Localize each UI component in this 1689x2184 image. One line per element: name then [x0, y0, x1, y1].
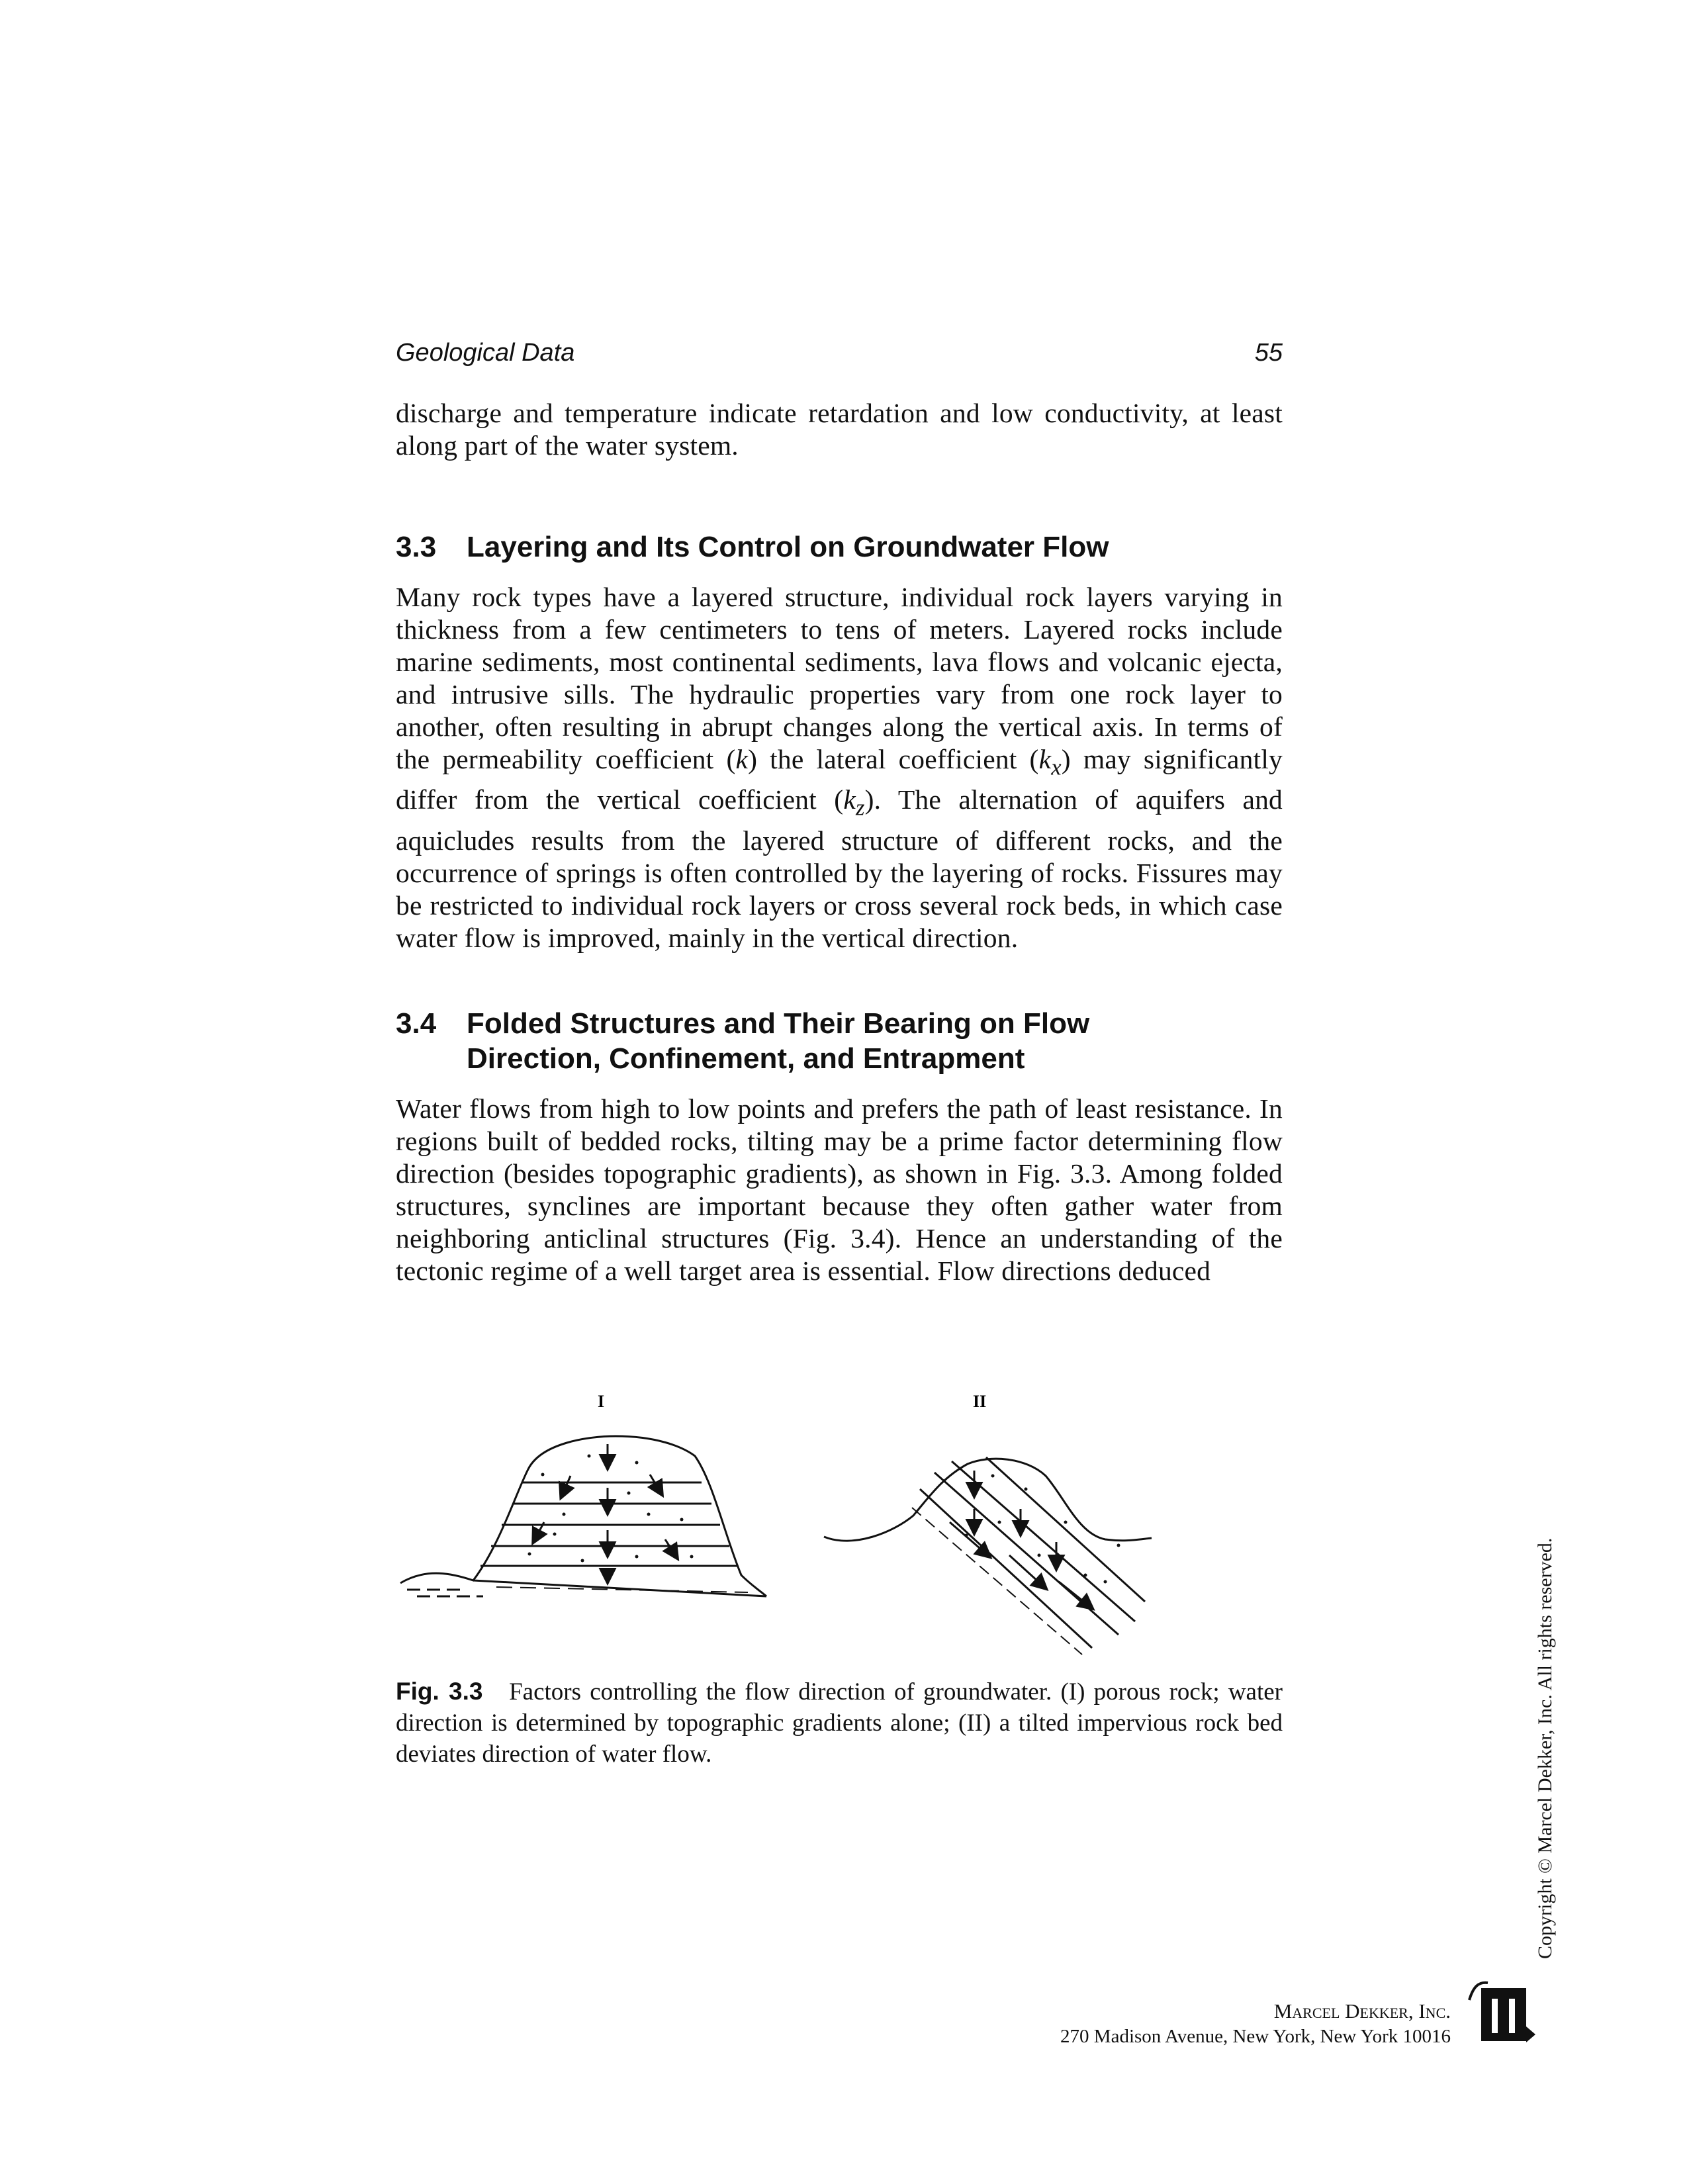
- section-title: Layering and Its Control on Groundwater …: [467, 531, 1109, 563]
- symbol-kz: k: [843, 784, 856, 815]
- text-run: ). The alternation of aquifers and aquic…: [396, 784, 1283, 953]
- section-3-3-paragraph: Many rock types have a layered structure…: [396, 581, 1283, 954]
- subscript-z: z: [855, 795, 865, 821]
- publisher-name: Marcel Dekker, Inc.: [1273, 1999, 1451, 2023]
- symbol-kx: k: [1038, 744, 1052, 774]
- subscript-x: x: [1051, 754, 1062, 780]
- symbol-k: k: [735, 744, 749, 774]
- publisher-imprint: Marcel Dekker, Inc. 270 Madison Avenue, …: [1060, 1999, 1451, 2049]
- panel-i-pores: [527, 1454, 694, 1563]
- panel-i-flow-arrows: [531, 1444, 680, 1586]
- section-3-4-paragraph: Water flows from high to low points and …: [396, 1093, 1283, 1286]
- section-number: 3.4: [396, 1007, 437, 1040]
- section-title-line-1: Folded Structures and Their Bearing on F…: [467, 1007, 1090, 1040]
- text-run: ) may significantly differ from the vert…: [396, 744, 1283, 815]
- running-head: Geological Data 55: [396, 336, 1283, 369]
- text-run: ) the lateral coefficient (: [748, 744, 1039, 774]
- panel-ii-flow-arrows: [949, 1471, 1095, 1611]
- figure-3-3: I: [390, 1383, 1291, 1668]
- section-3-4: 3.4 Folded Structures and Their Bearing …: [396, 1006, 1283, 1287]
- running-head-title: Geological Data: [396, 339, 575, 367]
- section-3-3: 3.3 Layering and Its Control on Groundwa…: [396, 529, 1283, 954]
- caption-label: Fig. 3.3: [396, 1678, 483, 1705]
- section-heading-3-4: 3.4 Folded Structures and Their Bearing …: [396, 1006, 1283, 1076]
- text-run: Many rock types have a layered structure…: [396, 582, 1283, 774]
- section-number: 3.3: [396, 531, 437, 563]
- figure-caption: Fig. 3.3 Factors controlling the flow di…: [396, 1676, 1283, 1770]
- panel-label-ii: II: [973, 1392, 986, 1411]
- panel-i-porous-rock: [400, 1435, 767, 1598]
- section-title: Folded Structures and Their Bearing on F…: [467, 1006, 1283, 1076]
- panel-ii-pores: [964, 1474, 1120, 1584]
- publisher-address: 270 Madison Avenue, New York, New York 1…: [1060, 2026, 1451, 2047]
- copyright-notice: Copyright © Marcel Dekker, Inc. All righ…: [1534, 1537, 1556, 1959]
- section-heading-3-3: 3.3 Layering and Its Control on Groundwa…: [396, 529, 1283, 565]
- intro-block: discharge and temperature indicate retar…: [396, 397, 1283, 462]
- caption-text: Factors controlling the flow direction o…: [396, 1678, 1283, 1768]
- page-number: 55: [1254, 339, 1283, 367]
- figure-diagram: I: [400, 1392, 1152, 1655]
- panel-label-i: I: [598, 1392, 604, 1411]
- intro-paragraph: discharge and temperature indicate retar…: [396, 398, 1283, 461]
- publisher-logo-icon: [1468, 1981, 1535, 2042]
- section-title-line-2: Direction, Confinement, and Entrapment: [467, 1042, 1025, 1075]
